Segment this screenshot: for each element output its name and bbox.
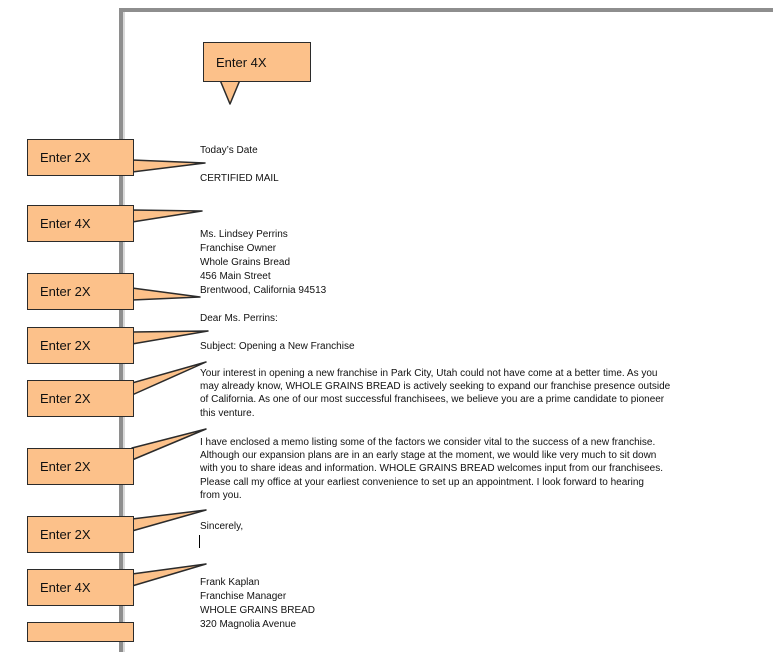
paragraph-line: Your interest in opening a new franchise… xyxy=(200,368,658,379)
pointer-8 xyxy=(131,563,207,587)
paragraph-line: Although our expansion plans are in an e… xyxy=(200,450,657,462)
paragraph-line: this venture. xyxy=(200,407,255,419)
callout-enter-2x-address: Enter 2X xyxy=(27,273,134,310)
pointer-top xyxy=(219,79,241,105)
recipient-street: 456 Main Street xyxy=(200,271,271,282)
callout-enter-4x-top: Enter 4X xyxy=(203,42,311,82)
recipient-name: Ms. Lindsey Perrins xyxy=(200,229,288,240)
pointer-5 xyxy=(131,361,207,396)
callout-partial-bottom xyxy=(27,622,134,642)
callout-enter-4x-closing: Enter 4X xyxy=(27,569,134,606)
recipient-title: Franchise Owner xyxy=(200,243,277,254)
paragraph-line: of California. As one of our most succes… xyxy=(200,394,665,406)
pointer-4 xyxy=(131,330,209,345)
sender-title: Franchise Manager xyxy=(200,591,287,602)
document-page[interactable] xyxy=(119,8,773,652)
letter-certified-mail: CERTIFIED MAIL xyxy=(200,173,279,184)
pointer-1 xyxy=(131,159,206,173)
recipient-company: Whole Grains Bread xyxy=(200,257,291,268)
pointer-3 xyxy=(131,287,201,301)
letter-paragraph-1: Your interest in opening a new franchise… xyxy=(200,367,700,420)
callout-enter-2x-para1: Enter 2X xyxy=(27,448,134,485)
paragraph-line: Please call my office at your earliest c… xyxy=(200,476,644,488)
callout-enter-4x-certified: Enter 4X xyxy=(27,205,134,242)
callout-enter-2x-subject: Enter 2X xyxy=(27,380,134,417)
callout-enter-2x-para2: Enter 2X xyxy=(27,516,134,553)
pointer-2 xyxy=(131,209,203,223)
recipient-city: Brentwood, California 94513 xyxy=(200,285,327,296)
pointer-6 xyxy=(131,428,207,461)
paragraph-line: may already know, WHOLE GRAINS BREAD is … xyxy=(200,381,671,393)
sender-name: Frank Kaplan xyxy=(200,577,260,588)
letter-paragraph-2: I have enclosed a memo listing some of t… xyxy=(200,436,700,502)
callout-enter-2x-date: Enter 2X xyxy=(27,139,134,176)
sender-street: 320 Magnolia Avenue xyxy=(200,619,297,630)
letter-closing: Sincerely, xyxy=(200,521,244,532)
callout-pointers xyxy=(131,79,241,587)
callout-enter-2x-salutation: Enter 2X xyxy=(27,327,134,364)
paragraph-line: I have enclosed a memo listing some of t… xyxy=(200,437,656,448)
pointer-7 xyxy=(131,509,207,532)
letter-salutation: Dear Ms. Perrins: xyxy=(200,313,278,324)
paragraph-line: from you. xyxy=(200,489,242,501)
sender-company: WHOLE GRAINS BREAD xyxy=(200,605,316,616)
letter-subject: Subject: Opening a New Franchise xyxy=(200,341,355,352)
paragraph-line: with you to share ideas and information.… xyxy=(200,463,663,475)
letter-date: Today’s Date xyxy=(200,145,258,156)
text-cursor[interactable] xyxy=(199,535,200,548)
